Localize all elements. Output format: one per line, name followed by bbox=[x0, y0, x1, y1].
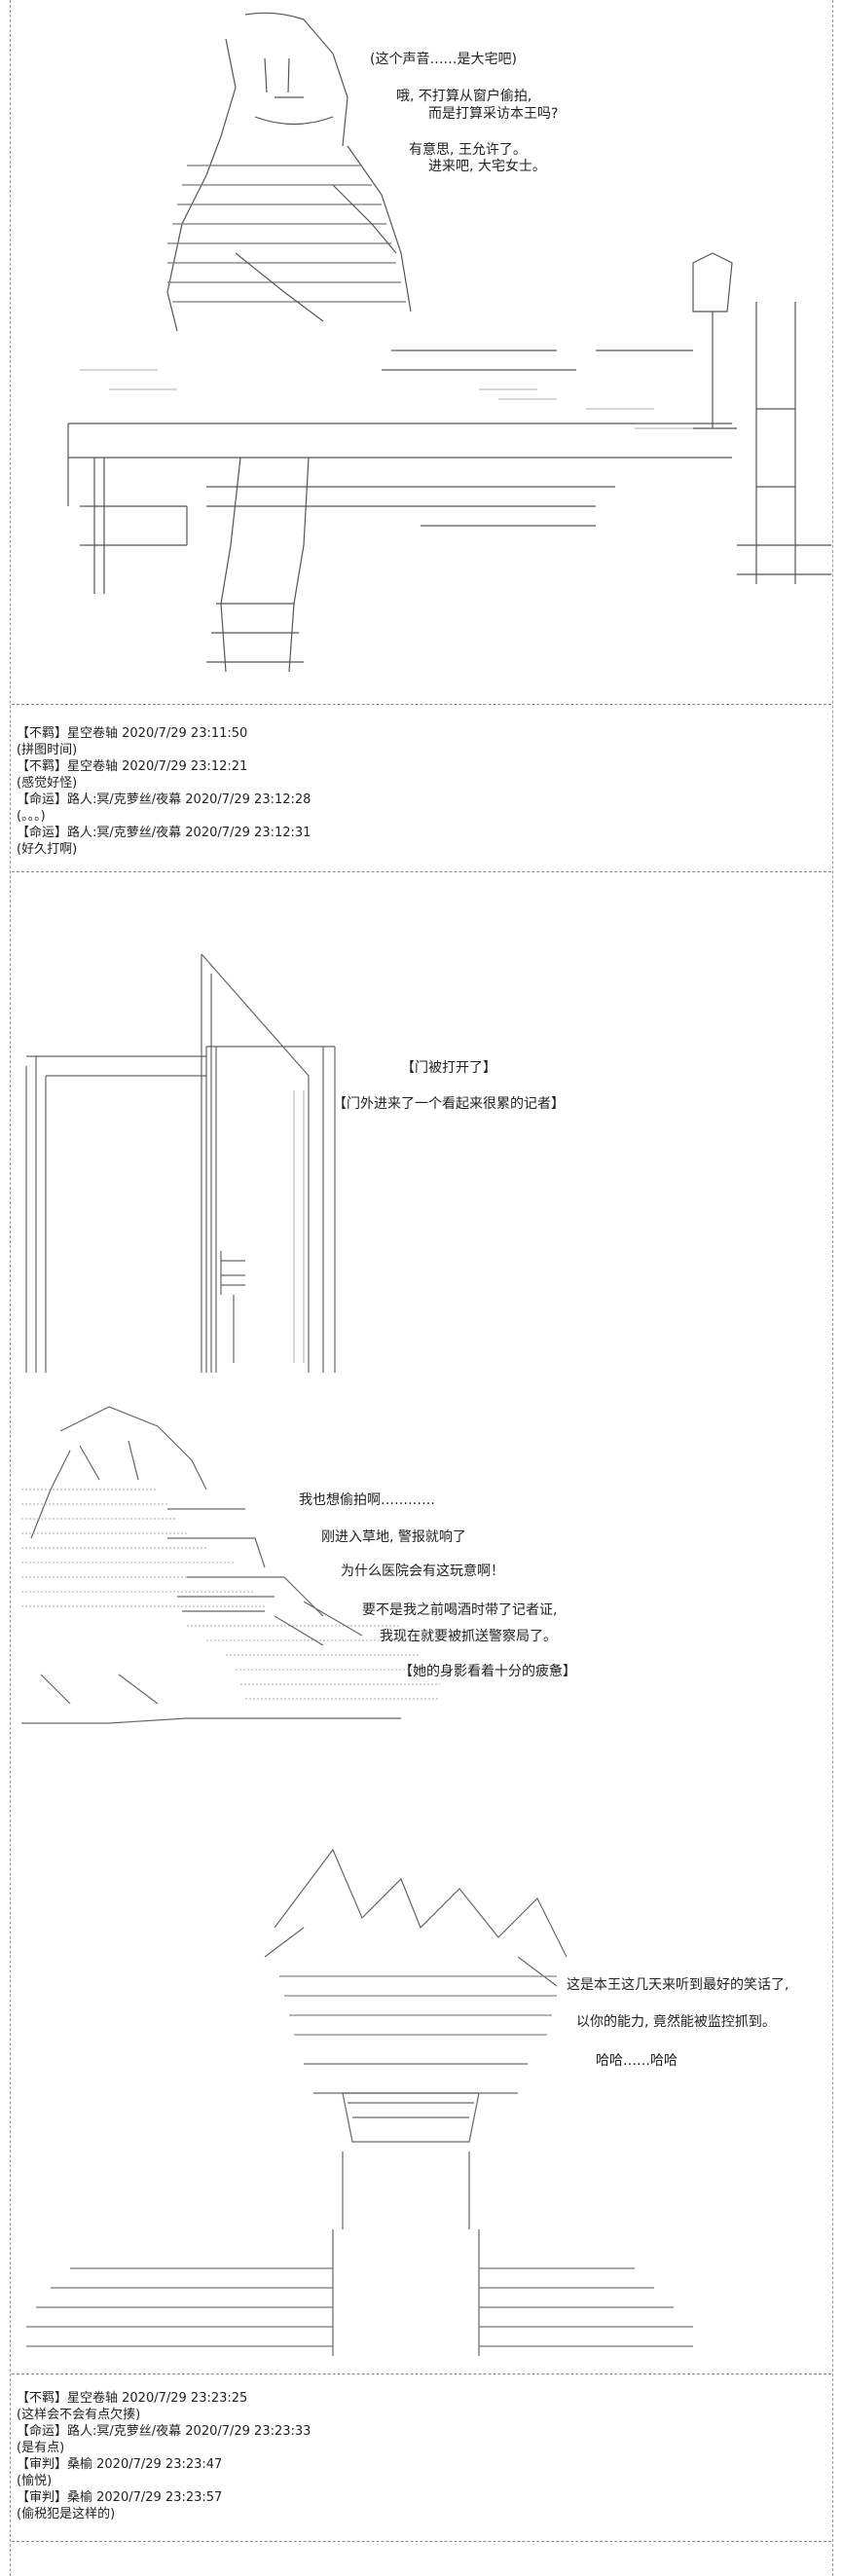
chat-entry-message: (感觉好怪) bbox=[17, 776, 78, 791]
panel-4-caption-2: 以你的能力, 竟然能被监控抓到。 bbox=[576, 2014, 776, 2030]
panel-2-caption-1: 【门被打开了】 bbox=[401, 1060, 496, 1076]
panel-3: 我也想偷拍啊………… 刚进入草地, 警报就响了 为什么医院会有这玩意啊！ 要不是… bbox=[12, 1402, 831, 1772]
panel-3-caption-3: 为什么医院会有这玩意啊！ bbox=[341, 1564, 504, 1579]
panel-1-ascii-art bbox=[12, 0, 831, 696]
chat-entry-message: (愉悦) bbox=[17, 2474, 53, 2488]
panel-4: 这是本王这几天来听到最好的笑话了, 以你的能力, 竟然能被监控抓到。 哈哈……哈… bbox=[12, 1840, 831, 2366]
right-border-line bbox=[832, 0, 833, 2576]
chat-entry-message: (拼图时间) bbox=[17, 743, 78, 757]
panel-1-caption-1: (这个声音……是大宅吧) bbox=[370, 52, 517, 67]
chat-entry-meta: 【命运】路人:冥/克萝丝/夜幕 2020/7/29 23:12:31 bbox=[17, 826, 312, 840]
panel-3-caption-4: 要不是我之前喝酒时带了记者证, bbox=[362, 1602, 558, 1618]
chat-entry: 【审判】桑榆 2020/7/29 23:23:57 (偷税犯是这样的) bbox=[17, 2489, 815, 2522]
chat-entry-meta: 【不羁】星空卷轴 2020/7/29 23:11:50 bbox=[17, 726, 248, 741]
chat-log-2: 【不羁】星空卷轴 2020/7/29 23:23:25 (这样会不会有点欠揍) … bbox=[17, 2390, 815, 2522]
chat-entry-meta: 【命运】路人:冥/克萝丝/夜幕 2020/7/29 23:12:28 bbox=[17, 792, 312, 807]
panel-4-caption-3: 哈哈……哈哈 bbox=[596, 2053, 678, 2069]
panel-2-door-art bbox=[12, 935, 831, 1373]
chat-entry-meta: 【不羁】星空卷轴 2020/7/29 23:12:21 bbox=[17, 759, 248, 774]
chat-entry: 【命运】路人:冥/克萝丝/夜幕 2020/7/29 23:23:33 (是有点) bbox=[17, 2423, 815, 2456]
panel-3-caption-2: 刚进入草地, 警报就响了 bbox=[321, 1529, 466, 1545]
panel-1: (这个声音……是大宅吧) 哦, 不打算从窗户偷拍, 而是打算采访本王吗? 有意思… bbox=[12, 0, 831, 696]
chat-entry: 【审判】桑榆 2020/7/29 23:23:47 (愉悦) bbox=[17, 2456, 815, 2489]
chat-entry: 【命运】路人:冥/克萝丝/夜幕 2020/7/29 23:12:28 (。。。) bbox=[17, 791, 815, 825]
chat-entry: 【不羁】星空卷轴 2020/7/29 23:11:50 (拼图时间) bbox=[17, 725, 815, 758]
panel-2: 【门被打开了】 【门外进来了一个看起来很累的记者】 bbox=[12, 935, 831, 1373]
chat-entry-meta: 【命运】路人:冥/克萝丝/夜幕 2020/7/29 23:23:33 bbox=[17, 2424, 312, 2439]
panel-2-caption-2: 【门外进来了一个看起来很累的记者】 bbox=[333, 1096, 565, 1112]
panel-1-caption-5: 进来吧, 大宅女士。 bbox=[428, 159, 546, 174]
chat-entry: 【命运】路人:冥/克萝丝/夜幕 2020/7/29 23:12:31 (好久打啊… bbox=[17, 825, 815, 858]
chat-entry-message: (好久打啊) bbox=[17, 842, 78, 857]
panel-1-caption-2: 哦, 不打算从窗户偷拍, bbox=[396, 89, 532, 104]
chat-entry: 【不羁】星空卷轴 2020/7/29 23:12:21 (感觉好怪) bbox=[17, 758, 815, 791]
divider-4 bbox=[12, 2541, 831, 2542]
panel-1-caption-3: 而是打算采访本王吗? bbox=[428, 106, 559, 122]
chat-entry-message: (这样会不会有点欠揍) bbox=[17, 2408, 141, 2422]
panel-3-caption-6: 【她的身影看着十分的疲惫】 bbox=[399, 1664, 576, 1679]
panel-3-ascii-art bbox=[12, 1402, 831, 1772]
panel-3-caption-5: 我现在就要被抓送警察局了。 bbox=[380, 1629, 557, 1644]
panel-4-ascii-art bbox=[12, 1840, 831, 2366]
chat-entry-meta: 【审判】桑榆 2020/7/29 23:23:47 bbox=[17, 2457, 223, 2472]
chat-entry-meta: 【审判】桑榆 2020/7/29 23:23:57 bbox=[17, 2490, 223, 2505]
chat-entry-message: (是有点) bbox=[17, 2441, 65, 2455]
panel-1-caption-4: 有意思, 王允许了。 bbox=[409, 142, 527, 158]
chat-entry-message: (偷税犯是这样的) bbox=[17, 2507, 116, 2521]
chat-entry-message: (。。。) bbox=[17, 809, 46, 824]
chat-entry-meta: 【不羁】星空卷轴 2020/7/29 23:23:25 bbox=[17, 2391, 248, 2406]
chat-log-1: 【不羁】星空卷轴 2020/7/29 23:11:50 (拼图时间) 【不羁】星… bbox=[17, 725, 815, 858]
panel-3-caption-1: 我也想偷拍啊………… bbox=[299, 1492, 435, 1508]
chat-entry: 【不羁】星空卷轴 2020/7/29 23:23:25 (这样会不会有点欠揍) bbox=[17, 2390, 815, 2423]
divider-1 bbox=[12, 704, 831, 705]
divider-2 bbox=[12, 871, 831, 872]
left-border-line bbox=[10, 0, 11, 2576]
panel-4-caption-1: 这是本王这几天来听到最好的笑话了, bbox=[567, 1977, 789, 1993]
